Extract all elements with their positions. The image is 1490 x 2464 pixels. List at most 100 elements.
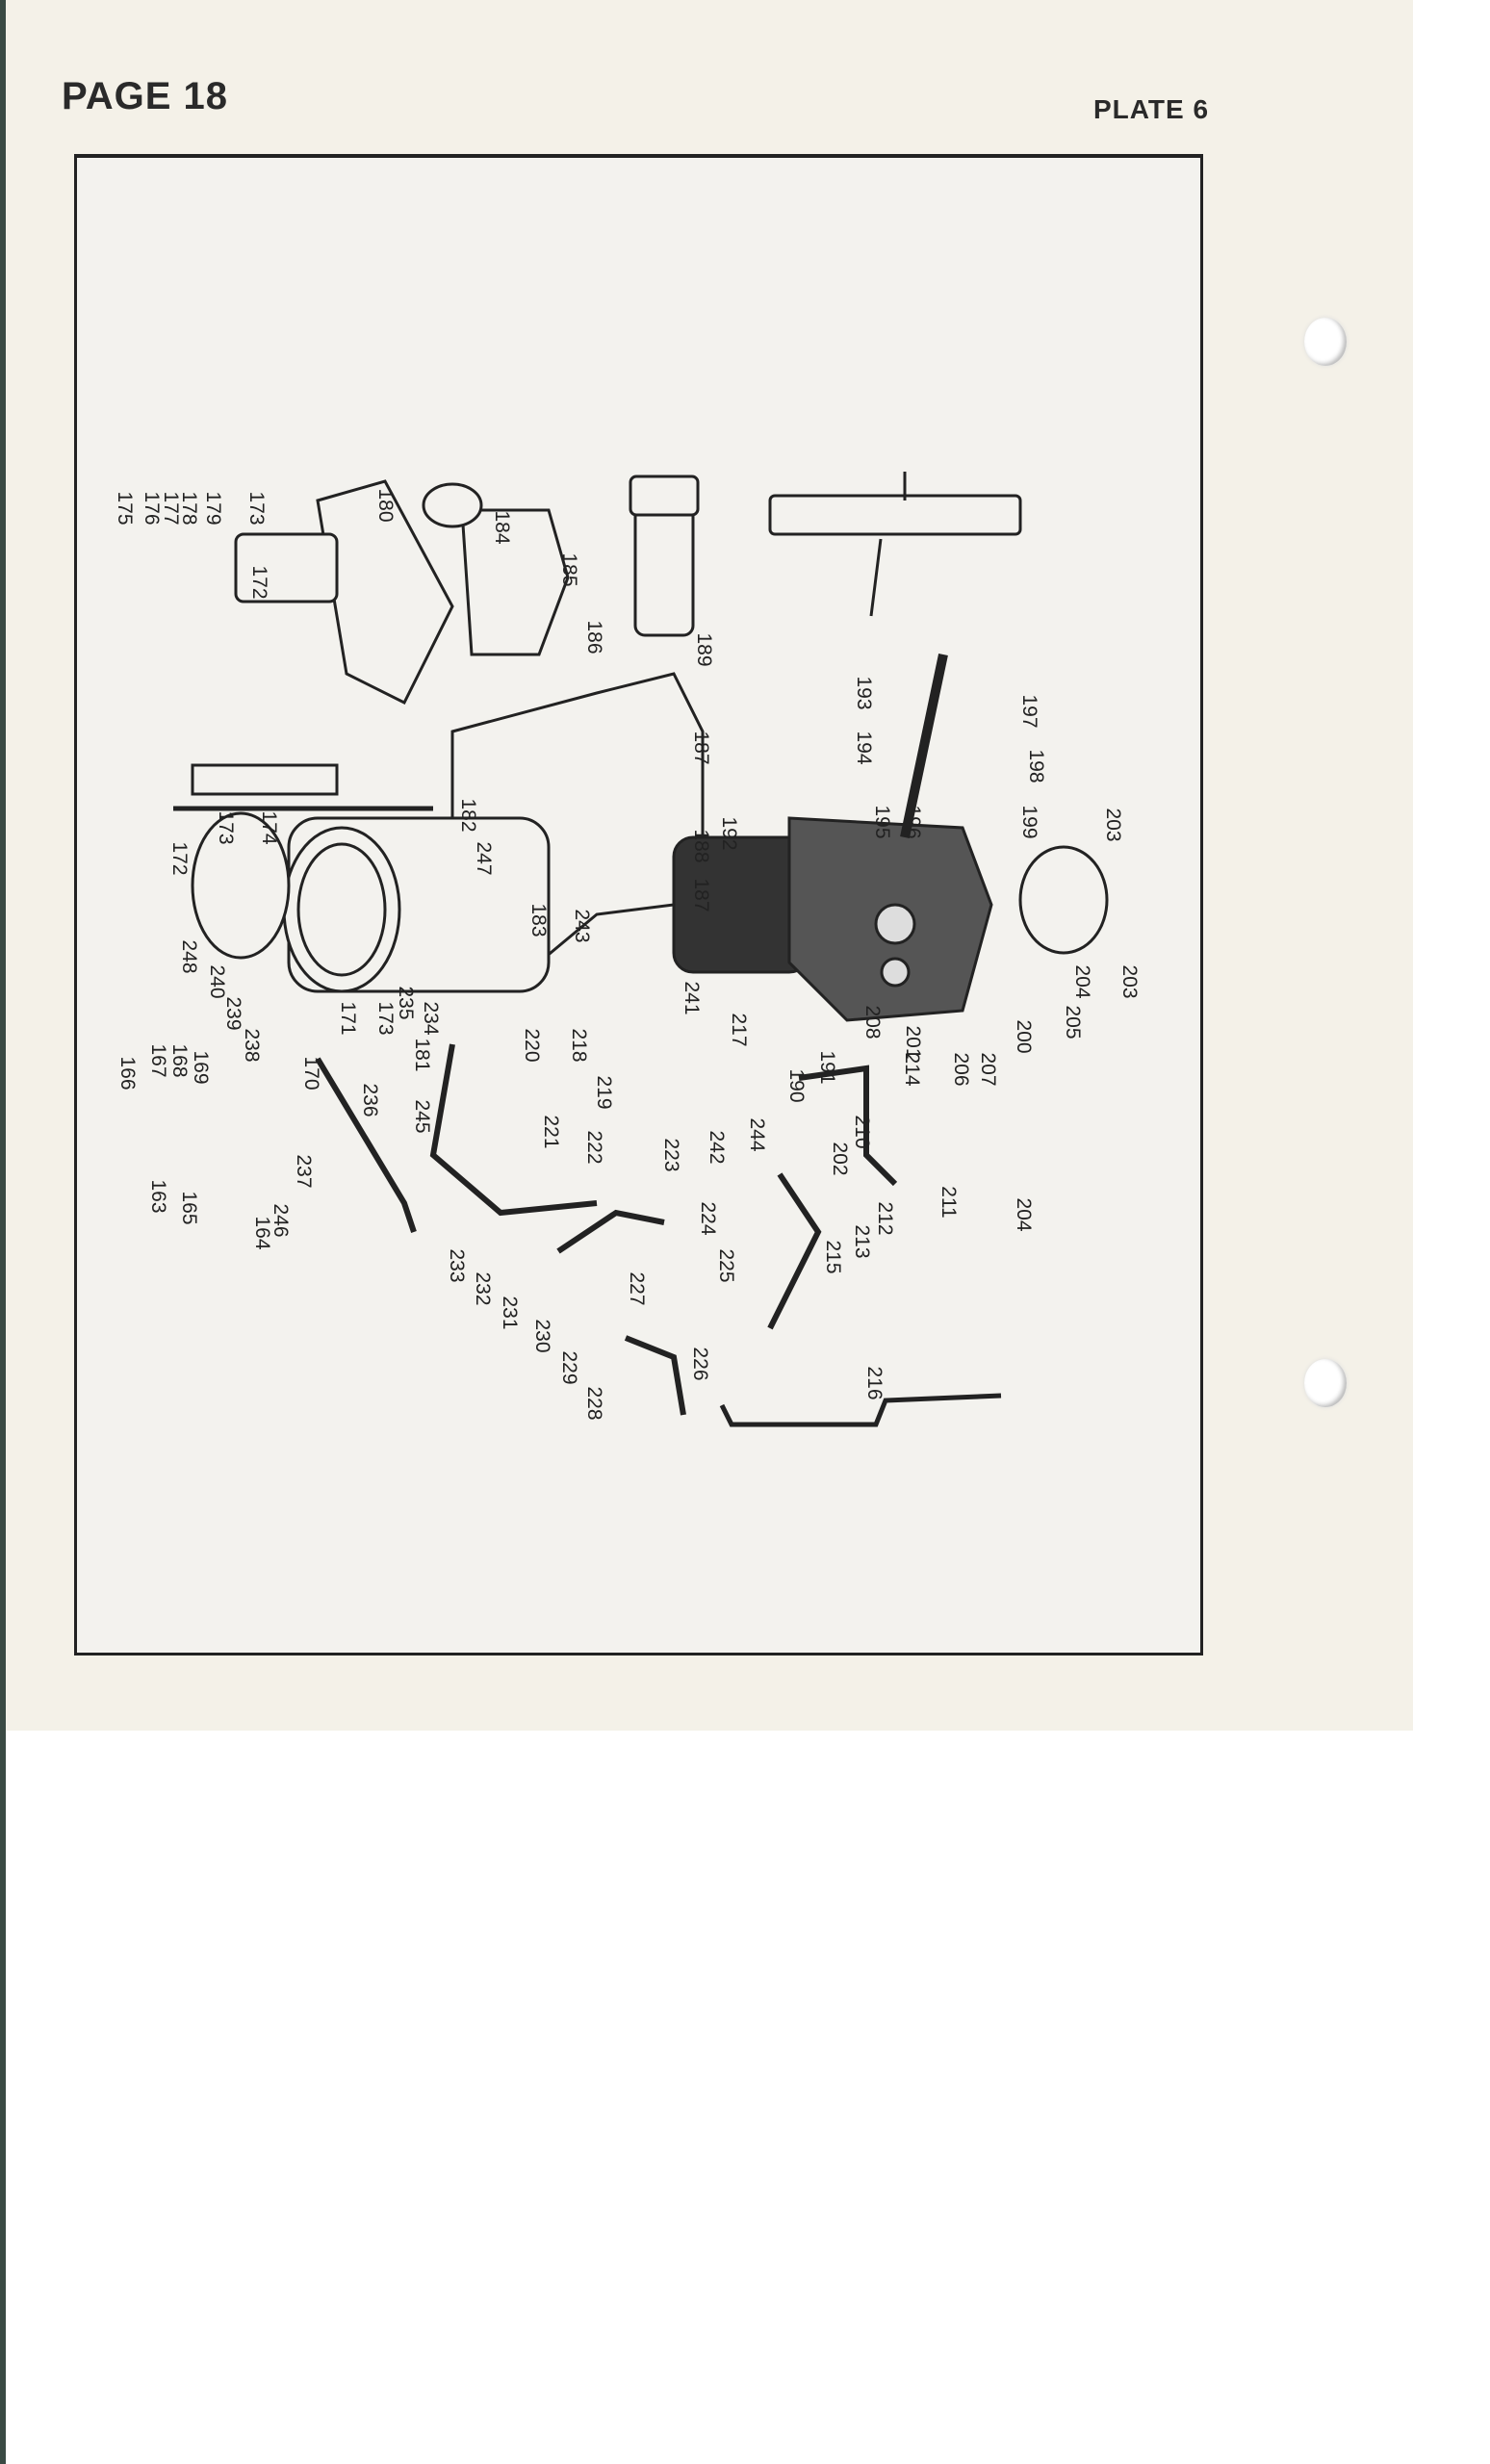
part-label: 225 (715, 1248, 737, 1283)
part-label: 223 (660, 1138, 682, 1172)
part-label: 224 (697, 1201, 719, 1236)
part-label: 187 (690, 731, 712, 765)
part-label: 181 (411, 1038, 433, 1072)
shutoff-housing (460, 508, 570, 656)
part-label: 238 (241, 1028, 263, 1063)
top-cover (316, 479, 454, 706)
part-label: 241 (681, 981, 703, 1015)
part-label: 186 (583, 620, 605, 654)
throttle-lever (315, 1057, 417, 1233)
advance-screw (633, 499, 695, 637)
part-label: 245 (411, 1099, 433, 1134)
stop-lever (556, 1209, 665, 1254)
box-spanner (768, 494, 1022, 536)
part-label: 216 (863, 1366, 886, 1400)
part-label: 197 (1018, 694, 1040, 729)
part-label: 178 (178, 491, 200, 526)
part-label: 228 (583, 1386, 605, 1421)
part-label: 203 (1102, 808, 1124, 842)
part-label: 183 (527, 903, 550, 937)
page-number: PAGE 18 (62, 75, 228, 117)
drive-end-ring (282, 826, 401, 993)
part-label: 192 (718, 816, 740, 851)
part-label: 202 (829, 1142, 851, 1176)
part-label: 173 (215, 810, 237, 845)
part-label: 179 (202, 491, 224, 526)
part-label: 213 (851, 1224, 873, 1259)
part-label: 222 (583, 1130, 605, 1165)
part-label: 184 (491, 510, 513, 545)
part-label: 233 (446, 1248, 468, 1283)
part-label: 172 (168, 841, 191, 876)
part-label: 199 (1018, 805, 1040, 839)
part-label: 168 (168, 1043, 191, 1078)
part-label: 191 (816, 1050, 838, 1085)
part-label: 182 (457, 798, 479, 833)
part-label: 217 (728, 1013, 750, 1047)
part-label: 247 (473, 841, 495, 876)
stop-bracket (767, 1172, 822, 1330)
part-label: 206 (950, 1052, 972, 1087)
part-label: 231 (499, 1296, 521, 1330)
part-label: 208 (861, 1005, 884, 1040)
part-label: 220 (521, 1028, 543, 1063)
part-label: 237 (293, 1154, 315, 1189)
part-label: 219 (593, 1075, 615, 1110)
control-lever (429, 1043, 598, 1217)
part-label: 167 (147, 1043, 169, 1078)
part-label: 211 (938, 1186, 960, 1219)
part-label: 174 (258, 810, 280, 845)
part-label: 172 (248, 565, 270, 600)
plate-number: PLATE 6 (1093, 94, 1210, 124)
part-label: 227 (626, 1271, 648, 1306)
part-label: 204 (1071, 964, 1093, 999)
part-label: 226 (689, 1347, 711, 1381)
punch-hole (1304, 1359, 1347, 1407)
part-label: 215 (822, 1240, 844, 1274)
part-label: 207 (977, 1052, 999, 1087)
exploded-parts-diagram (173, 472, 1109, 1427)
drive-plate (191, 811, 291, 960)
governor-spring (191, 763, 339, 796)
part-label: 205 (1062, 1005, 1084, 1040)
part-label: 203 (1118, 964, 1141, 999)
part-label: 195 (871, 805, 893, 839)
part-label: 170 (300, 1056, 322, 1091)
part-label: 204 (1013, 1197, 1035, 1232)
part-label: 163 (147, 1179, 169, 1214)
part-label: 200 (1013, 1019, 1035, 1054)
part-label: 169 (190, 1050, 212, 1085)
part-label: 240 (206, 964, 228, 999)
drive-shaft (900, 653, 948, 839)
part-label: 187 (690, 878, 712, 912)
part-label: 212 (874, 1201, 896, 1236)
part-label: 236 (359, 1083, 381, 1117)
punch-hole (1304, 318, 1347, 366)
part-label: 229 (558, 1350, 580, 1385)
part-label: 221 (540, 1115, 562, 1149)
part-label: 248 (178, 939, 200, 974)
part-label: 175 (114, 491, 136, 526)
part-label: 230 (531, 1319, 553, 1353)
scan-edge (0, 0, 6, 2464)
part-label: 239 (222, 996, 244, 1031)
hub-disc (1018, 845, 1109, 955)
control-rod (719, 1393, 1002, 1427)
part-label: 165 (178, 1191, 200, 1225)
part-label: 210 (851, 1115, 873, 1149)
part-label: 189 (693, 632, 715, 667)
part-label: 246 (270, 1203, 292, 1238)
part-label: 244 (746, 1117, 768, 1152)
bracket (798, 1065, 898, 1187)
part-label: 173 (245, 491, 268, 526)
part-label: 214 (901, 1052, 923, 1087)
part-label: 193 (853, 676, 875, 710)
part-label: 180 (374, 488, 397, 523)
part-label: 190 (785, 1068, 808, 1103)
part-label: 171 (337, 1001, 359, 1036)
part-label: 198 (1025, 749, 1047, 783)
part-label: 243 (571, 909, 593, 943)
part-label: 196 (902, 805, 924, 839)
control-cylinder (234, 532, 339, 603)
part-label: 188 (690, 829, 712, 863)
